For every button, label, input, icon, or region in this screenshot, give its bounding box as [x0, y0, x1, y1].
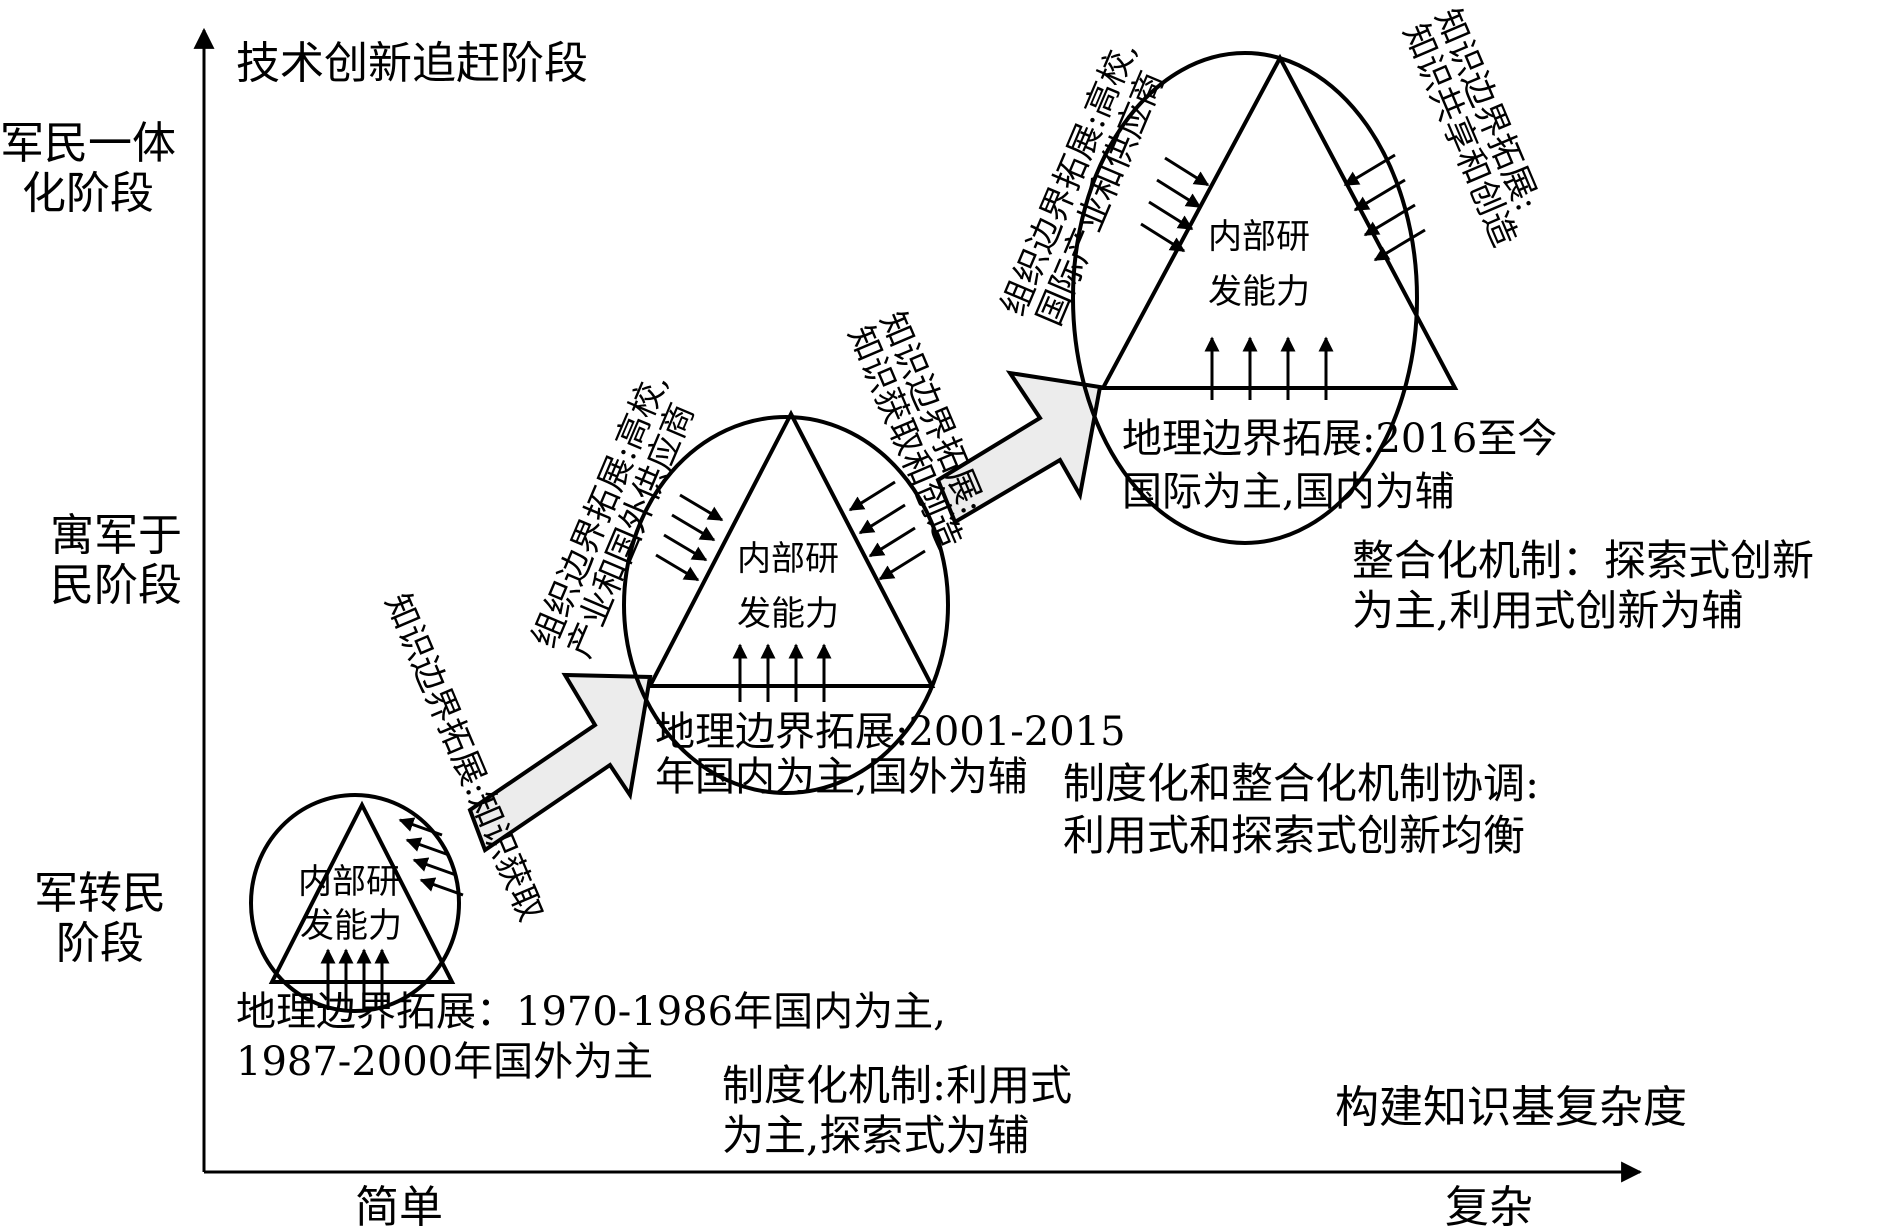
y-stage-1-line2: 阶段 [56, 918, 144, 969]
stage-3-core-line2: 发能力 [1208, 272, 1310, 312]
stage-2-mechanism-line2: 利用式和探索式创新均衡 [1063, 811, 1525, 860]
stage-2-geo-line1: 地理边界拓展:2001-2015 [655, 709, 1126, 755]
stage-1-core-line2: 发能力 [300, 906, 402, 946]
x-axis-end-label: 复杂 [1445, 1182, 1533, 1230]
stage-3-right-arrows [1343, 153, 1426, 262]
stage-3-mechanism-line1: 整合化机制：探索式创新 [1352, 536, 1814, 585]
stage-2-core-line2: 发能力 [737, 594, 839, 634]
stage-1-geo-line1: 地理边界拓展：1970-1986年国内为主, [236, 989, 946, 1035]
stage-1-up-arrows [320, 948, 390, 1010]
stage-3-circle [1071, 51, 1419, 545]
stage-1-geo-line2: 1987-2000年国外为主 [236, 1039, 653, 1085]
transition-arrow-2 [935, 370, 1103, 525]
x-axis-title: 构建知识基复杂度 [1335, 1082, 1687, 1133]
y-stage-2-line2: 民阶段 [50, 560, 182, 611]
y-stage-3-line2: 化阶段 [22, 168, 154, 219]
y-stage-3-line1: 军民一体 [0, 118, 176, 169]
stage-2-triangle [646, 409, 936, 688]
stage-2-core-line1: 内部研 [737, 539, 839, 579]
x-axis-start-label: 简单 [355, 1182, 443, 1230]
y-stage-2-line1: 寓军于 [50, 510, 182, 561]
stage-2-up-arrows [732, 643, 832, 702]
stage-2-left-arrows [655, 493, 724, 582]
stage-2-right-arrows [848, 480, 926, 581]
stage-1-side-arrows [398, 817, 464, 897]
stage-3: 内部研 发能力 组织边界拓展:高校, 国际产业和供应商 知识边界拓展: 知识共享… [993, 3, 1814, 635]
stage-1-mechanism-line2: 为主,探索式为辅 [722, 1111, 1029, 1160]
stage-3-geo-line2: 国际为主,国内为辅 [1122, 469, 1455, 515]
y-stage-1-line1: 军转民 [34, 868, 166, 919]
stage-3-core-line1: 内部研 [1208, 217, 1310, 257]
stage-3-up-arrows [1204, 336, 1334, 400]
stage-2-mechanism-line1: 制度化和整合化机制协调: [1063, 759, 1539, 808]
stage-1-circle [249, 793, 461, 1013]
stage-1-core-line1: 内部研 [298, 862, 400, 902]
stage-3-geo-line1: 地理边界拓展:2016至今 [1122, 416, 1557, 462]
transition-arrow-1 [467, 672, 653, 854]
stage-2-geo-line2: 年国内为主,国外为辅 [655, 754, 1028, 800]
stage-1-triangle [268, 800, 456, 984]
stage-1: 内部研 发能力 知识边界拓展:知识获取 地理边界拓展：1970-1986年国内为… [236, 588, 1072, 1160]
stage-3-mechanism-line2: 为主,利用式创新为辅 [1352, 586, 1743, 635]
y-axis-title: 技术创新追赶阶段 [236, 38, 588, 89]
stage-2-circle [622, 415, 950, 795]
stage-3-left-arrows [1140, 156, 1210, 253]
stage-1-mechanism-line1: 制度化机制:利用式 [722, 1061, 1072, 1110]
